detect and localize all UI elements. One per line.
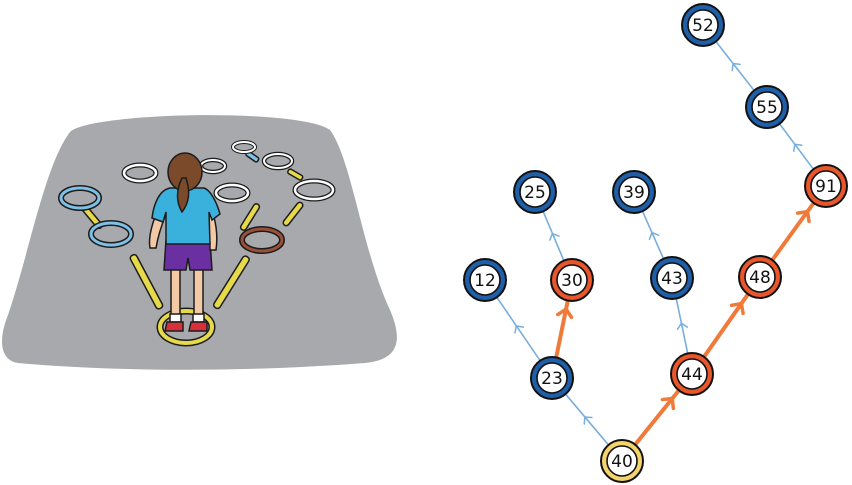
node-label: 12 (474, 271, 496, 291)
tree-node-44: 44 (670, 352, 714, 396)
edge-arrow-icon (660, 396, 676, 411)
hoops (58, 140, 336, 347)
node-center (810, 170, 842, 202)
tree-edge-30-25 (542, 210, 565, 262)
node-center (656, 262, 688, 294)
edge-arrow-icon (731, 62, 741, 72)
hoop (214, 183, 250, 203)
node-center (676, 358, 708, 390)
node-label: 52 (692, 16, 714, 36)
hoop (158, 309, 214, 345)
edge-arrow-icon (514, 325, 525, 334)
node-label: 40 (611, 452, 633, 472)
node-label: 48 (749, 268, 771, 288)
hoop (240, 227, 284, 253)
tree-edge-23-12 (496, 296, 541, 362)
tree-edge-43-39 (641, 210, 665, 260)
node-center (556, 264, 588, 296)
hoop-sticks (81, 150, 304, 310)
node-label: 44 (681, 365, 703, 385)
hoop (122, 163, 158, 183)
node-label: 30 (561, 271, 583, 291)
node-label: 55 (756, 98, 778, 118)
right-shoe (188, 321, 208, 332)
edge-arrow-icon (795, 209, 811, 224)
tree-node-52: 52 (681, 3, 725, 47)
node-label: 39 (623, 183, 645, 203)
node-label: 91 (815, 177, 837, 197)
tree-node-39: 39 (612, 170, 656, 214)
node-center (469, 264, 501, 296)
edge-arrow-icon (583, 416, 593, 425)
hoop (293, 179, 335, 201)
tree-edge-44-48 (702, 292, 750, 359)
tree-node-12: 12 (463, 258, 507, 302)
node-label: 25 (524, 183, 546, 203)
node-label: 43 (661, 269, 683, 289)
node-center (687, 9, 719, 41)
left-shoe (164, 321, 184, 332)
node-center (618, 176, 650, 208)
node-center (519, 176, 551, 208)
edge-arrow-icon (549, 232, 560, 241)
tree-node-43: 43 (650, 256, 694, 300)
tree-node-91: 91 (804, 164, 848, 208)
tree-node-48: 48 (738, 255, 782, 299)
tree-edge-40-23 (564, 393, 610, 446)
hoop (232, 141, 256, 153)
child-figure (148, 152, 221, 332)
edge-arrow-icon (729, 301, 745, 316)
shirt (151, 187, 221, 245)
tree-node-25: 25 (513, 170, 557, 214)
edge-arrow-icon (556, 307, 574, 320)
tree-edge-40-44 (633, 388, 681, 447)
node-center (606, 445, 638, 477)
edge-arrow-icon (793, 143, 803, 152)
node-center (751, 91, 783, 123)
tree-edge-55-52 (715, 40, 755, 92)
hoop (89, 221, 133, 247)
tree-node-23: 23 (530, 356, 574, 400)
ponytail (176, 177, 190, 214)
tree-edge-91-55 (778, 123, 815, 170)
node-center (536, 362, 568, 394)
node-center (744, 261, 776, 293)
tree-edge-23-30 (554, 298, 574, 360)
edge-arrow-icon (648, 231, 660, 240)
hoop (263, 153, 293, 169)
edge-arrow-icon (676, 322, 689, 330)
node-label: 23 (541, 369, 563, 389)
tree-edge-48-91 (770, 200, 816, 263)
tree-node-40: 40 (600, 439, 644, 483)
tree-edge-44-43 (675, 297, 689, 355)
tree-node-55: 55 (745, 85, 789, 129)
tree-node-30: 30 (550, 258, 594, 302)
hoop (59, 186, 101, 210)
